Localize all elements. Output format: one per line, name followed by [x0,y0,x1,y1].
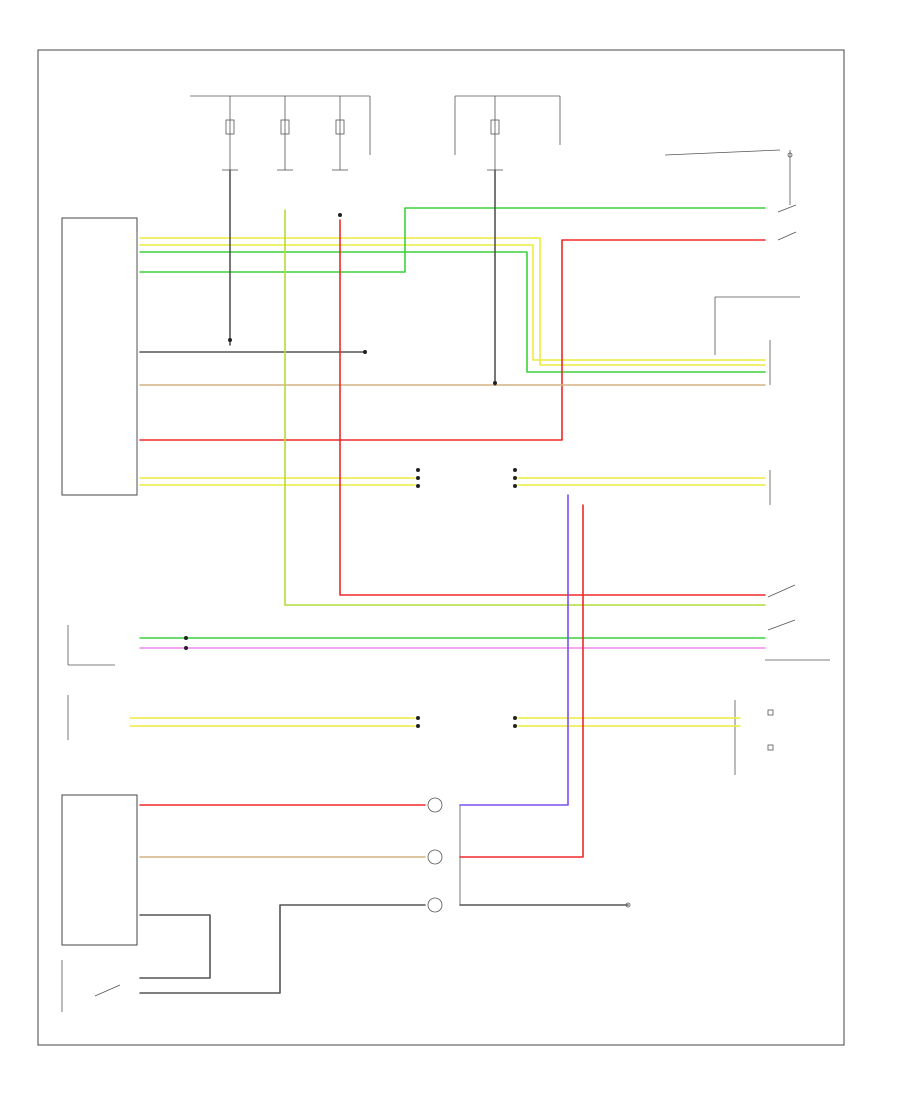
red-wire-1 [139,239,766,441]
switch-icon [777,204,797,213]
top-right-ground [664,149,793,205]
splice-dot-icon [513,484,517,488]
rear-sensor-module [714,296,800,385]
switch-icon [767,619,796,631]
lamp-icon [767,744,774,751]
ground-icon [787,152,793,158]
wire-layer [129,169,766,994]
splice-dot-icon [184,646,188,650]
fuse-icon [490,119,500,135]
door-lamp-switch [765,584,830,661]
fuse-icon [280,119,290,135]
speed-control-switch [777,204,797,241]
connector-icon [427,897,443,913]
splice-dot-icon [416,468,420,472]
green-wire-1 [139,251,766,373]
red-wire-2 [339,219,766,596]
switch-icon [777,231,797,241]
splice-dot-icon [416,724,420,728]
yellow-green-wire-1 [284,209,766,606]
splice-dot-icon [513,716,517,720]
switch-icon [767,584,796,598]
green-wire-2 [139,207,766,273]
splice-dot-icon [416,484,420,488]
purple-wire-1 [459,494,569,806]
yellow-wire-1 [139,237,766,366]
clock-spring [427,797,461,913]
left-control-module [61,217,138,496]
splice-dot-icon [338,213,342,217]
splice-dot-icon [513,476,517,480]
splice-dot-icon [184,636,188,640]
gray-wire-2 [139,914,211,979]
lamp-icon [767,709,774,716]
left-fuse-panel [190,95,371,170]
splice-dot-icon [416,716,420,720]
red-wire-3 [459,504,584,858]
instrument-cluster [734,700,774,775]
splice-layer [184,213,517,728]
splice-dot-icon [493,381,497,385]
splice-dot-icon [513,468,517,472]
connector-icon [427,797,443,813]
connector-icon [427,849,443,865]
switch-icon [94,984,121,997]
fuse-icon [225,119,235,135]
gray-wire-3 [139,904,426,994]
splice-dot-icon [416,476,420,480]
bottom-left-module [61,794,138,1012]
fuse-icon [335,119,345,135]
splice-dot-icon [363,350,367,354]
diagram-frame [37,49,845,1046]
splice-dot-icon [513,724,517,728]
rear-gateway-module [67,625,115,666]
yellow-wire-2 [139,244,766,361]
right-fuse-panel [454,95,561,170]
splice-dot-icon [228,338,232,342]
